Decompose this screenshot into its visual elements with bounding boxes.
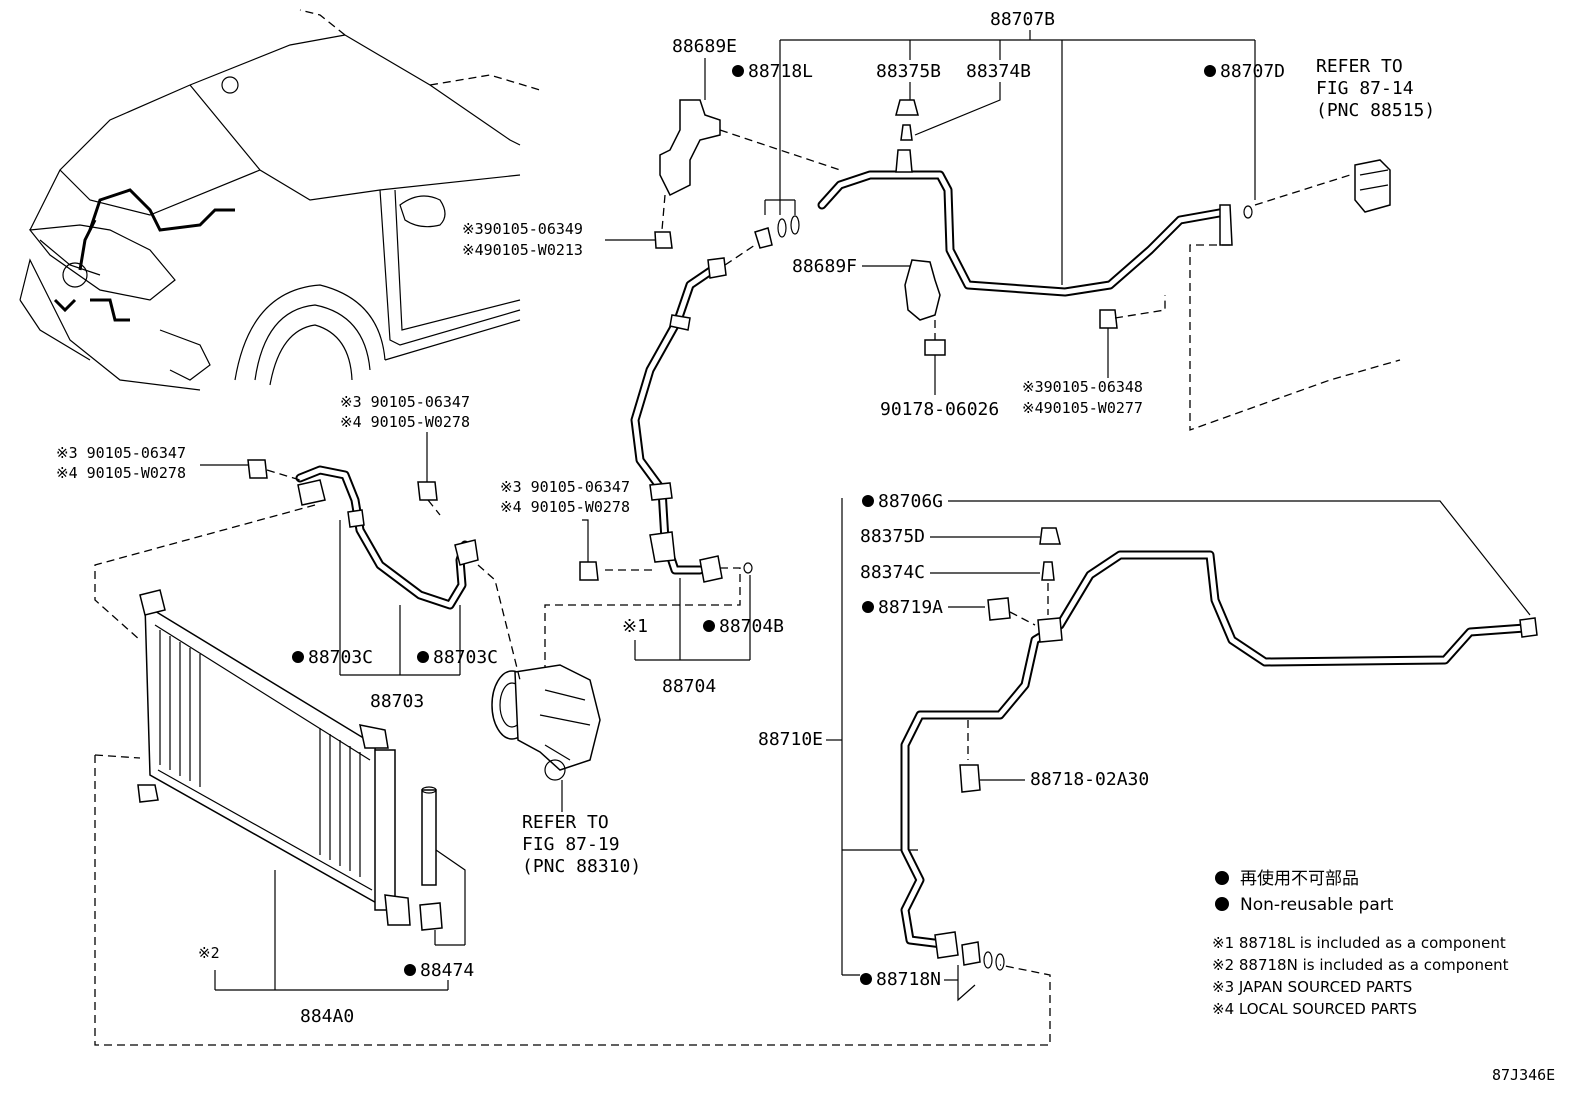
non-reusable-88707D: 88707D xyxy=(1204,61,1285,82)
legend-note-2: ※2 88718N is included as a component xyxy=(1212,956,1509,974)
clip-90178-06026 xyxy=(924,339,946,356)
part-label-90105-W0277: ※490105-W0277 xyxy=(1022,399,1143,417)
legend-note-3: ※3 JAPAN SOURCED PARTS xyxy=(1212,978,1412,996)
part-label-90105-06347-b: ※3 90105-06347 xyxy=(340,393,470,411)
part-label-88710E: 88710E xyxy=(758,729,823,750)
part-label-88704B: 88704B xyxy=(719,616,784,637)
cap-88375B xyxy=(895,99,919,116)
part-label-88719A: 88719A xyxy=(878,597,943,618)
o-ring-88719A xyxy=(987,597,1011,621)
part-label-90105-06348: ※390105-06348 xyxy=(1022,378,1143,396)
refer-line-1: REFER TO xyxy=(522,812,609,833)
compressor-88310 xyxy=(491,664,601,781)
note-2-mark: ※2 xyxy=(198,944,220,962)
non-reusable-dot xyxy=(732,65,744,77)
figure-id: 87J346E xyxy=(1492,1066,1555,1084)
bolt-90105-06348 xyxy=(1099,309,1118,329)
hose-88704 xyxy=(630,257,727,583)
cap-88375D xyxy=(1039,527,1061,545)
part-label-88374B: 88374B xyxy=(966,61,1031,82)
non-reusable-dot xyxy=(703,620,715,632)
refer-part-88515 xyxy=(1354,159,1391,213)
part-label-90105-W0278-b: ※4 90105-W0278 xyxy=(340,413,470,431)
hose-88707B xyxy=(817,149,1233,297)
part-label-88374C: 88374C xyxy=(860,562,925,583)
part-label-90105-06347-c: ※3 90105-06347 xyxy=(500,478,630,496)
part-label-90178-06026: 90178-06026 xyxy=(880,399,999,420)
bolt-90105-06347-c xyxy=(579,561,599,581)
part-label-88718-02A30: 88718-02A30 xyxy=(1030,769,1149,790)
hose-88703 xyxy=(295,465,479,610)
part-label-88704: 88704 xyxy=(662,676,716,697)
non-reusable-88474: 88474 xyxy=(404,960,474,981)
valve-88374B xyxy=(900,124,913,141)
part-label-88689F: 88689F xyxy=(792,256,857,277)
bolt-90105-06347-a xyxy=(247,459,268,479)
non-reusable-88703C-a: 88703C xyxy=(292,647,373,668)
refer-line-1: REFER TO xyxy=(1316,56,1403,77)
part-label-88703C-a: 88703C xyxy=(308,647,373,668)
non-reusable-88704B: 88704B xyxy=(703,616,784,637)
non-reusable-88719A: 88719A xyxy=(862,597,943,618)
non-reusable-dot xyxy=(1215,871,1229,885)
note-1-mark: ※1 xyxy=(622,616,648,637)
legend-note-1: ※1 88718L is included as a component xyxy=(1212,934,1506,952)
label-88707B-group: 88707B xyxy=(779,9,1256,285)
part-label-88718L: 88718L xyxy=(748,61,813,82)
part-label-88375B: 88375B xyxy=(876,61,941,82)
part-label-884A0: 884A0 xyxy=(300,1006,354,1027)
bolt-90105-06349 xyxy=(654,231,673,249)
part-label-90105-06347-a: ※3 90105-06347 xyxy=(56,444,186,462)
refer-line-2: FIG 87-19 xyxy=(522,834,620,855)
part-label-88707B: 88707B xyxy=(990,9,1055,30)
condenser-884A0 xyxy=(137,589,411,926)
part-label-88703: 88703 xyxy=(370,691,424,712)
part-label-88706G: 88706G xyxy=(878,491,943,512)
part-label-88689E: 88689E xyxy=(672,36,737,57)
legend-label-en: Non-reusable part xyxy=(1240,895,1394,915)
non-reusable-88706G: 88706G xyxy=(862,491,943,512)
bracket-88689E xyxy=(659,99,721,197)
part-label-90105-W0278-c: ※4 90105-W0278 xyxy=(500,498,630,516)
part-label-90105-06349: ※390105-06349 xyxy=(462,220,583,238)
non-reusable-dot xyxy=(1215,897,1229,911)
sensor-88718-02A30 xyxy=(959,764,981,793)
vehicle-illustration xyxy=(19,9,541,391)
part-label-88375D: 88375D xyxy=(860,526,925,547)
tube-88710E xyxy=(900,550,1538,959)
part-label-88703C-b: 88703C xyxy=(433,647,498,668)
refer-line-3: (PNC 88310) xyxy=(522,856,641,877)
non-reusable-dot xyxy=(860,973,872,985)
refer-line-3: (PNC 88515) xyxy=(1316,100,1435,121)
refer-fig-87-14: REFER TO FIG 87-14 (PNC 88515) xyxy=(1316,56,1435,121)
legend-note-4: ※4 LOCAL SOURCED PARTS xyxy=(1212,1000,1417,1018)
refer-fig-87-19: REFER TO FIG 87-19 (PNC 88310) xyxy=(522,812,641,877)
o-rings-88718N xyxy=(961,941,1005,971)
non-reusable-dot xyxy=(417,651,429,663)
valve-88374C xyxy=(1041,561,1055,581)
part-label-90105-W0213: ※490105-W0213 xyxy=(462,241,583,259)
non-reusable-88703C-b: 88703C xyxy=(417,647,498,668)
refer-line-2: FIG 87-14 xyxy=(1316,78,1414,99)
part-label-88707D: 88707D xyxy=(1220,61,1285,82)
legend-label-jp: 再使用不可部品 xyxy=(1240,868,1359,889)
non-reusable-88718L: 88718L xyxy=(732,61,813,82)
part-label-90105-W0278-a: ※4 90105-W0278 xyxy=(56,464,186,482)
bracket-88689F xyxy=(904,259,941,321)
o-rings-88718L xyxy=(754,199,800,249)
part-label-88718N: 88718N xyxy=(876,969,941,990)
bolt-90105-06347-b xyxy=(417,481,438,501)
non-reusable-dot xyxy=(292,651,304,663)
non-reusable-dot xyxy=(1204,65,1216,77)
part-label-88474: 88474 xyxy=(420,960,474,981)
desiccant-88474 xyxy=(419,786,443,931)
non-reusable-dot xyxy=(862,601,874,613)
non-reusable-dot xyxy=(404,964,416,976)
legend: 再使用不可部品 Non-reusable part ※1 88718L is i… xyxy=(1212,868,1509,1018)
non-reusable-dot xyxy=(862,495,874,507)
non-reusable-88718N: 88718N xyxy=(860,969,941,990)
